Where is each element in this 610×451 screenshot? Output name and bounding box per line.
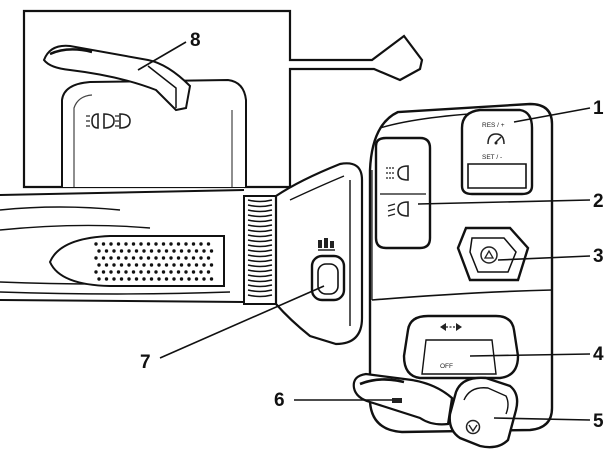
callout-6: 6 [274, 390, 285, 411]
horn-icon [465, 419, 481, 435]
mode-select-icon [318, 238, 335, 251]
left-housing [274, 162, 364, 346]
passing-light-icon [86, 113, 131, 129]
callout-1: 1 [593, 98, 604, 119]
callout-3: 3 [593, 246, 604, 267]
leader-lines [159, 107, 591, 421]
cruise-control-icon [487, 133, 505, 145]
hazard-switch[interactable] [456, 226, 530, 282]
horn-switch[interactable] [448, 376, 519, 449]
turn-signal-arrows-icon [440, 323, 462, 331]
handlebar-grip [0, 188, 277, 305]
dimmer-switch[interactable] [374, 136, 432, 250]
inset-detail [22, 9, 424, 189]
callout-8: 8 [190, 30, 201, 51]
grip-perforation [94, 242, 214, 281]
mode-select-button[interactable] [310, 254, 346, 302]
callout-2: 2 [593, 191, 604, 212]
cruise-control-switch[interactable]: RES / + SET / - [460, 108, 534, 196]
callout-4: 4 [593, 344, 604, 365]
high-beam-icon [386, 165, 409, 181]
callout-5: 5 [593, 411, 604, 432]
cruise-res-label: RES / + [482, 122, 505, 129]
turn-off-label: OFF [440, 363, 453, 370]
throttle-knurl [247, 199, 273, 298]
low-beam-icon [387, 201, 409, 217]
turn-signal-switch[interactable]: OFF [402, 314, 520, 380]
callout-7: 7 [140, 352, 151, 373]
cruise-set-label: SET / - [482, 154, 502, 161]
hazard-icon [480, 246, 498, 264]
